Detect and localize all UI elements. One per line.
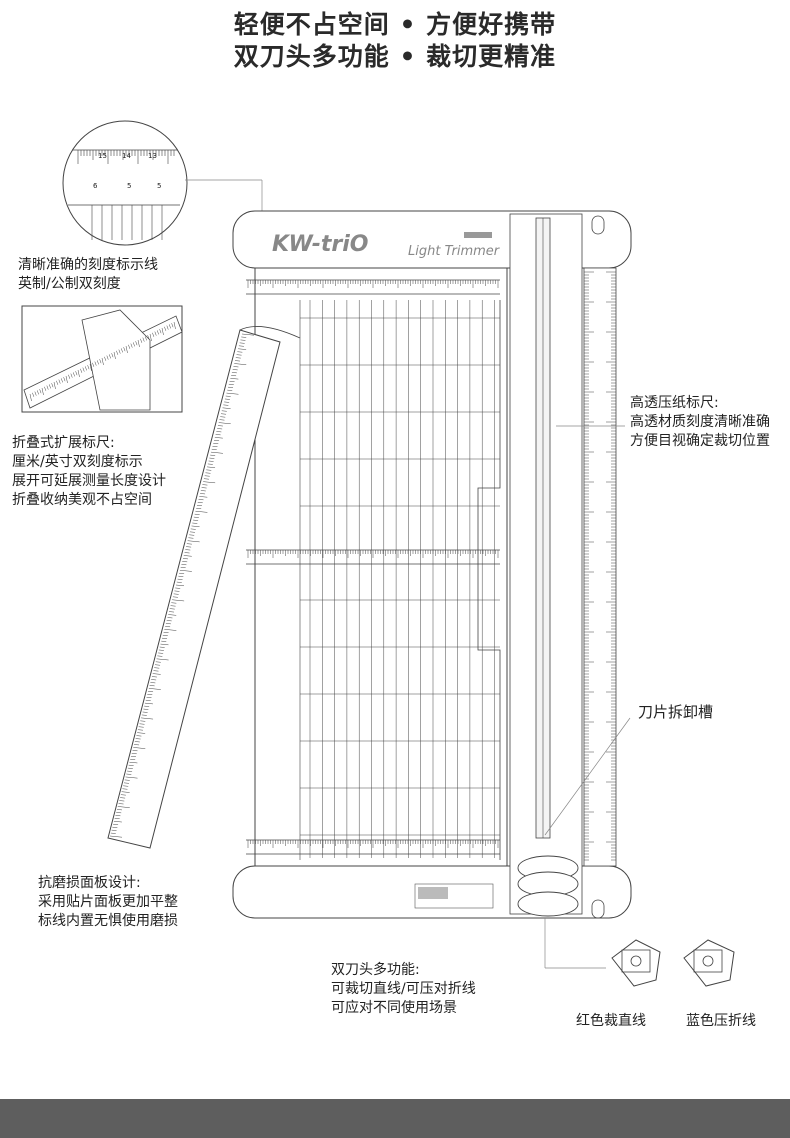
blue-blade-icon bbox=[683, 939, 735, 987]
svg-text:13: 13 bbox=[148, 152, 157, 160]
callout-panel: 抗磨损面板设计: 采用贴片面板更加平整 标线内置无惧使用磨损 bbox=[38, 874, 178, 931]
headline-line-1: 轻便不占空间 • 方便好携带 bbox=[233, 10, 557, 39]
trimmer-body bbox=[232, 210, 632, 919]
callout-scale: 清晰准确的刻度标示线 英制/公制双刻度 bbox=[18, 256, 158, 294]
callout-panel-line-3: 标线内置无惧使用磨损 bbox=[38, 913, 178, 929]
callout-scale-line-1: 清晰准确的刻度标示线 bbox=[18, 257, 158, 273]
callout-folding-line-1: 折叠式扩展标尺: bbox=[12, 435, 115, 451]
folding-ruler bbox=[107, 326, 301, 849]
ruler-fold-inset bbox=[21, 305, 183, 413]
brand-model: Light Trimmer bbox=[408, 244, 501, 259]
callout-folding-line-3: 展开可延展测量长度设计 bbox=[12, 473, 166, 489]
callout-folding-line-2: 厘米/英寸双刻度标示 bbox=[12, 454, 143, 470]
callout-scale-line-2: 英制/公制双刻度 bbox=[18, 276, 121, 292]
callout-clear-line-2: 高透材质刻度清晰准确 bbox=[630, 414, 770, 430]
callout-blade-slot: 刀片拆卸槽 bbox=[638, 703, 713, 722]
brand-logo: KW-triO bbox=[272, 232, 368, 257]
callout-panel-line-2: 采用贴片面板更加平整 bbox=[38, 894, 178, 910]
callout-blade-slot-line: 刀片拆卸槽 bbox=[638, 703, 714, 721]
svg-text:5: 5 bbox=[127, 182, 131, 190]
bottom-bar bbox=[0, 1099, 790, 1138]
callout-dual-blade: 双刀头多功能: 可裁切直线/可压对折线 可应对不同使用场景 bbox=[331, 961, 476, 1018]
scale-magnifier: 15 14 13 6 5 5 bbox=[62, 120, 263, 300]
svg-text:14: 14 bbox=[122, 152, 131, 160]
blue-blade-label: 蓝色压折线 bbox=[686, 1013, 756, 1029]
callout-dual-line-3: 可应对不同使用场景 bbox=[331, 1000, 457, 1016]
red-blade-icon bbox=[611, 939, 661, 987]
callout-dual-line-2: 可裁切直线/可压对折线 bbox=[331, 981, 476, 997]
svg-text:6: 6 bbox=[93, 182, 98, 190]
svg-text:5: 5 bbox=[157, 182, 161, 190]
svg-text:15: 15 bbox=[98, 152, 107, 160]
callout-dual-line-1: 双刀头多功能: bbox=[331, 962, 420, 978]
callout-folding-ruler: 折叠式扩展标尺: 厘米/英寸双刻度标示 展开可延展测量长度设计 折叠收纳美观不占… bbox=[12, 434, 166, 510]
headline-line-2: 双刀头多功能 • 裁切更精准 bbox=[233, 42, 557, 71]
callout-clear-line-3: 方便目视确定裁切位置 bbox=[630, 433, 770, 449]
callout-clear-ruler: 高透压纸标尺: 高透材质刻度清晰准确 方便目视确定裁切位置 bbox=[630, 394, 770, 451]
callout-clear-line-1: 高透压纸标尺: bbox=[630, 395, 719, 411]
red-blade-label: 红色裁直线 bbox=[576, 1013, 646, 1029]
callout-panel-line-1: 抗磨损面板设计: bbox=[38, 875, 141, 891]
callout-folding-line-4: 折叠收纳美观不占空间 bbox=[12, 492, 152, 508]
blade-head bbox=[517, 855, 579, 917]
